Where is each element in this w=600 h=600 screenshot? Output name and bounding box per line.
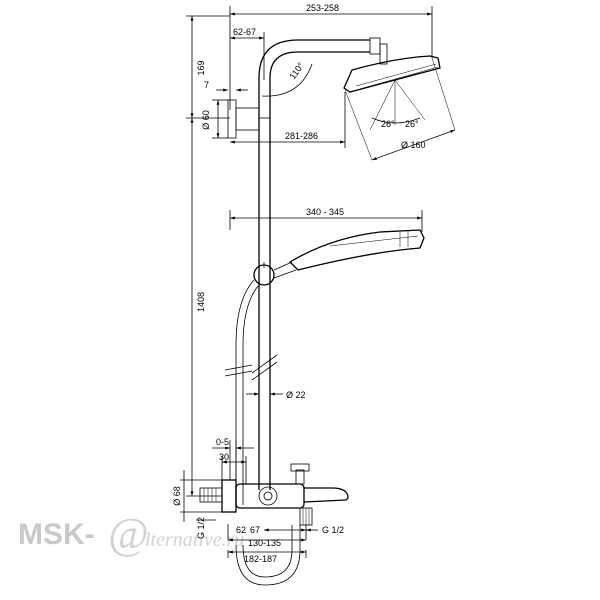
dim-inlet-right: G 1/2	[322, 525, 344, 535]
watermark-brand: MSK-	[18, 518, 95, 551]
dim-width-top: 253-258	[306, 3, 339, 13]
dim-inlet-left: G 1/2	[196, 517, 206, 539]
dim-offset-top: 62-67	[233, 27, 256, 37]
dim-head-diameter: Ø 160	[401, 140, 426, 150]
shower-rail	[251, 78, 278, 490]
dim-total-height: 1408	[196, 292, 206, 312]
dim-rail-to-head: 281-286	[285, 131, 318, 141]
wall-bracket-top	[227, 99, 270, 139]
dim-spout-total: 182-187	[244, 554, 277, 564]
hand-shower	[288, 229, 425, 271]
dim-mixer-center-a: 62	[236, 525, 246, 535]
overhead-shower-head	[343, 55, 456, 161]
dimension-lines	[180, 6, 456, 558]
shower-arm	[258, 37, 388, 79]
dim-height-top: 169	[196, 60, 206, 75]
dim-wall-depth: 7	[204, 80, 209, 90]
watermark-at-sign: @	[108, 509, 148, 558]
watermark: MSK- @ lternative.ru	[18, 509, 244, 558]
shower-hose	[224, 279, 301, 586]
dim-mixer-center-b: 67	[250, 525, 260, 535]
dim-angle: 110°	[287, 60, 306, 81]
dim-head-angle-left: 26°	[381, 119, 395, 129]
dim-mixer-diameter: Ø 68	[172, 486, 182, 506]
dim-mixer-depth: 30	[219, 452, 229, 462]
dim-rail-to-handshower: 340 - 345	[306, 207, 344, 217]
bath-mixer	[199, 463, 349, 526]
dim-pipe-diameter: Ø 22	[286, 390, 306, 400]
dimension-labels: 253-258 62-67 169 110° 7 Ø 60 281-286 26…	[172, 3, 426, 564]
dim-head-angle-right: 26°	[405, 119, 419, 129]
hand-shower-slider	[253, 261, 297, 286]
watermark-site: lternative.ru	[145, 529, 244, 551]
dim-mixer-offset: 0-5	[216, 437, 229, 447]
dim-spout-min-max: 130-135	[248, 538, 281, 548]
dim-bracket-diameter: Ø 60	[201, 110, 211, 130]
